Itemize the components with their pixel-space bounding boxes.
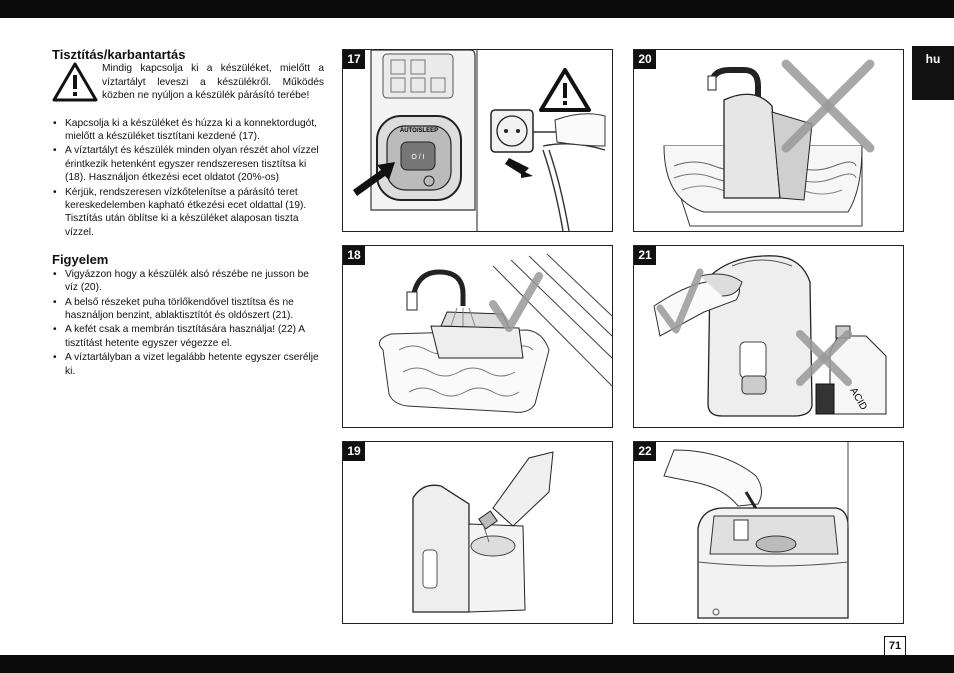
attention-bullet-list: Vigyázzon hogy a készülék alsó részébe n…: [52, 268, 324, 378]
warning-text: Mindig kapcsolja ki a készüléket, mielőt…: [102, 63, 324, 102]
figure-number: 21: [634, 246, 656, 265]
figure-17-panel: 17 AUTO/SLEEP O / I: [342, 49, 613, 232]
list-item: A kefét csak a membrán tisztítására hasz…: [52, 323, 324, 350]
tank-rinse-illustration: [378, 253, 612, 413]
brush-membrane-illustration: [663, 442, 849, 619]
wipe-device-illustration: ACID: [653, 255, 887, 417]
list-item: Kapcsolja ki a készüléket és húzza ki a …: [52, 117, 324, 144]
language-tab: hu: [912, 46, 954, 100]
list-item: A víztartályban a vizet legalább hetente…: [52, 351, 324, 378]
text-column: Tisztítás/karbantartás Mindig kapcsolja …: [52, 48, 324, 379]
figure-number: 19: [343, 442, 365, 461]
power-button-label: O / I: [411, 154, 424, 161]
vinegar-pour-illustration: [412, 451, 554, 613]
list-item: Vigyázzon hogy a készülék alsó részébe n…: [52, 268, 324, 295]
figure-20-panel: 20: [633, 49, 904, 232]
cleaning-bullet-list: Kapcsolja ki a készüléket és húzza ki a …: [52, 117, 324, 240]
top-bar: [0, 0, 954, 18]
sink-wrong-illustration: [663, 59, 875, 227]
warning-block: Mindig kapcsolja ki a készüléket, mielőt…: [52, 62, 324, 102]
list-item: Kérjük, rendszeresen vízkőtelenítse a pá…: [52, 186, 324, 240]
figure-19-panel: 19: [342, 441, 613, 624]
figure-number: 20: [634, 50, 656, 69]
section-title-cleaning: Tisztítás/karbantartás: [52, 47, 186, 62]
bottom-bar: [0, 655, 954, 673]
warning-triangle-icon: [52, 62, 98, 102]
unplug-illustration: AUTO/SLEEP O / I: [353, 50, 606, 231]
list-item: A víztartályt és készülék minden olyan r…: [52, 144, 324, 184]
figure-number: 22: [634, 442, 656, 461]
page-number: 71: [884, 636, 906, 656]
figure-21-panel: 21 ACID: [633, 245, 904, 428]
section-title-attention: Figyelem: [52, 252, 109, 268]
figure-22-panel: 22: [633, 441, 904, 624]
list-item: A belső részeket puha törlőkendővel tisz…: [52, 296, 324, 323]
auto-sleep-label: AUTO/SLEEP: [400, 128, 438, 134]
figure-18-panel: 18: [342, 245, 613, 428]
figure-number: 17: [343, 50, 365, 69]
figure-number: 18: [343, 246, 365, 265]
